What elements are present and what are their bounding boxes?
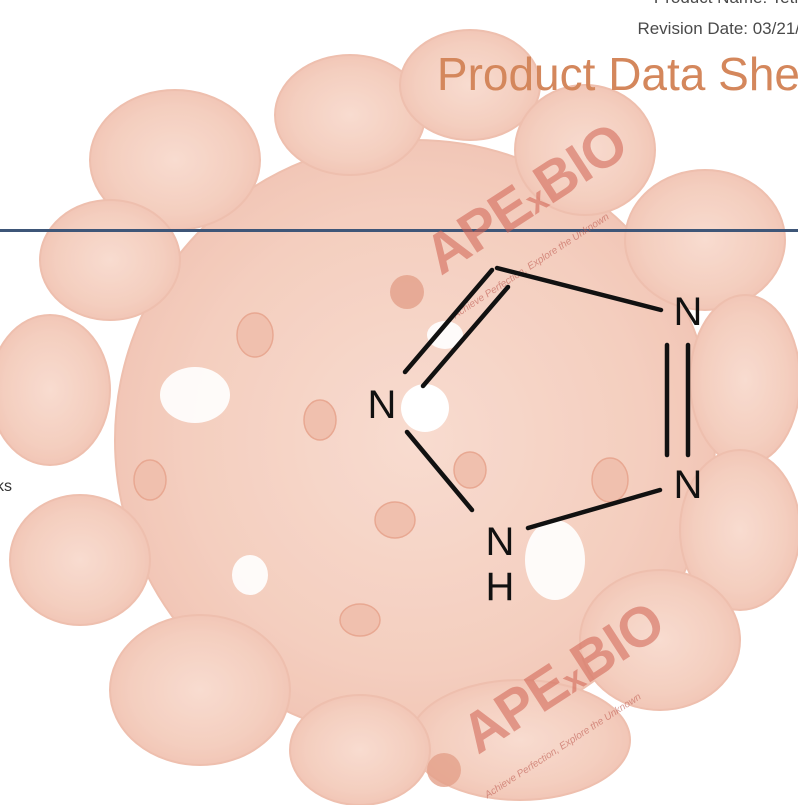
blob-lobe (514, 84, 656, 216)
logo-cluster (390, 275, 424, 309)
header-divider (0, 229, 798, 232)
blob-hole (160, 367, 230, 423)
blob-bump (374, 501, 416, 539)
revision-date-line: Revision Date: 03/21/ (637, 19, 798, 38)
blob-lobe (289, 694, 431, 805)
bond-n4-c-b (420, 284, 511, 389)
truncated-body-text: ks (0, 478, 12, 495)
bond-nh-n4 (404, 429, 475, 513)
blob-bump (303, 399, 337, 441)
blob-hole (232, 555, 268, 595)
blob-lobe (679, 449, 798, 611)
document-title: Product Data She (436, 48, 798, 100)
blob-lobe (624, 169, 786, 311)
atom-n1: N (674, 290, 703, 334)
blob-bump (339, 603, 381, 637)
blob-hole (427, 321, 463, 349)
bond-n4-c-a (402, 267, 495, 375)
blob-lobe (579, 569, 741, 711)
blob-lobe (109, 614, 291, 766)
atom-n3: N (486, 520, 515, 564)
blob-lobe (399, 29, 541, 141)
atom-n4: N (368, 383, 397, 427)
blob-bump (453, 451, 487, 489)
bond-n2-nh (525, 487, 663, 531)
atom-n2: N (674, 463, 703, 507)
blob-bump (133, 459, 167, 501)
product-name-line: Product Name: Tetr (654, 0, 798, 8)
blob-bump (591, 457, 629, 503)
blob-bump (236, 312, 274, 358)
blob-lobe (0, 314, 111, 466)
blob-lobe (9, 494, 151, 626)
atom-h: H (486, 565, 515, 609)
blob-hole (525, 520, 585, 600)
atom-highlight (401, 384, 449, 432)
logo-cluster (427, 753, 461, 787)
bond-c-n1 (494, 265, 664, 313)
